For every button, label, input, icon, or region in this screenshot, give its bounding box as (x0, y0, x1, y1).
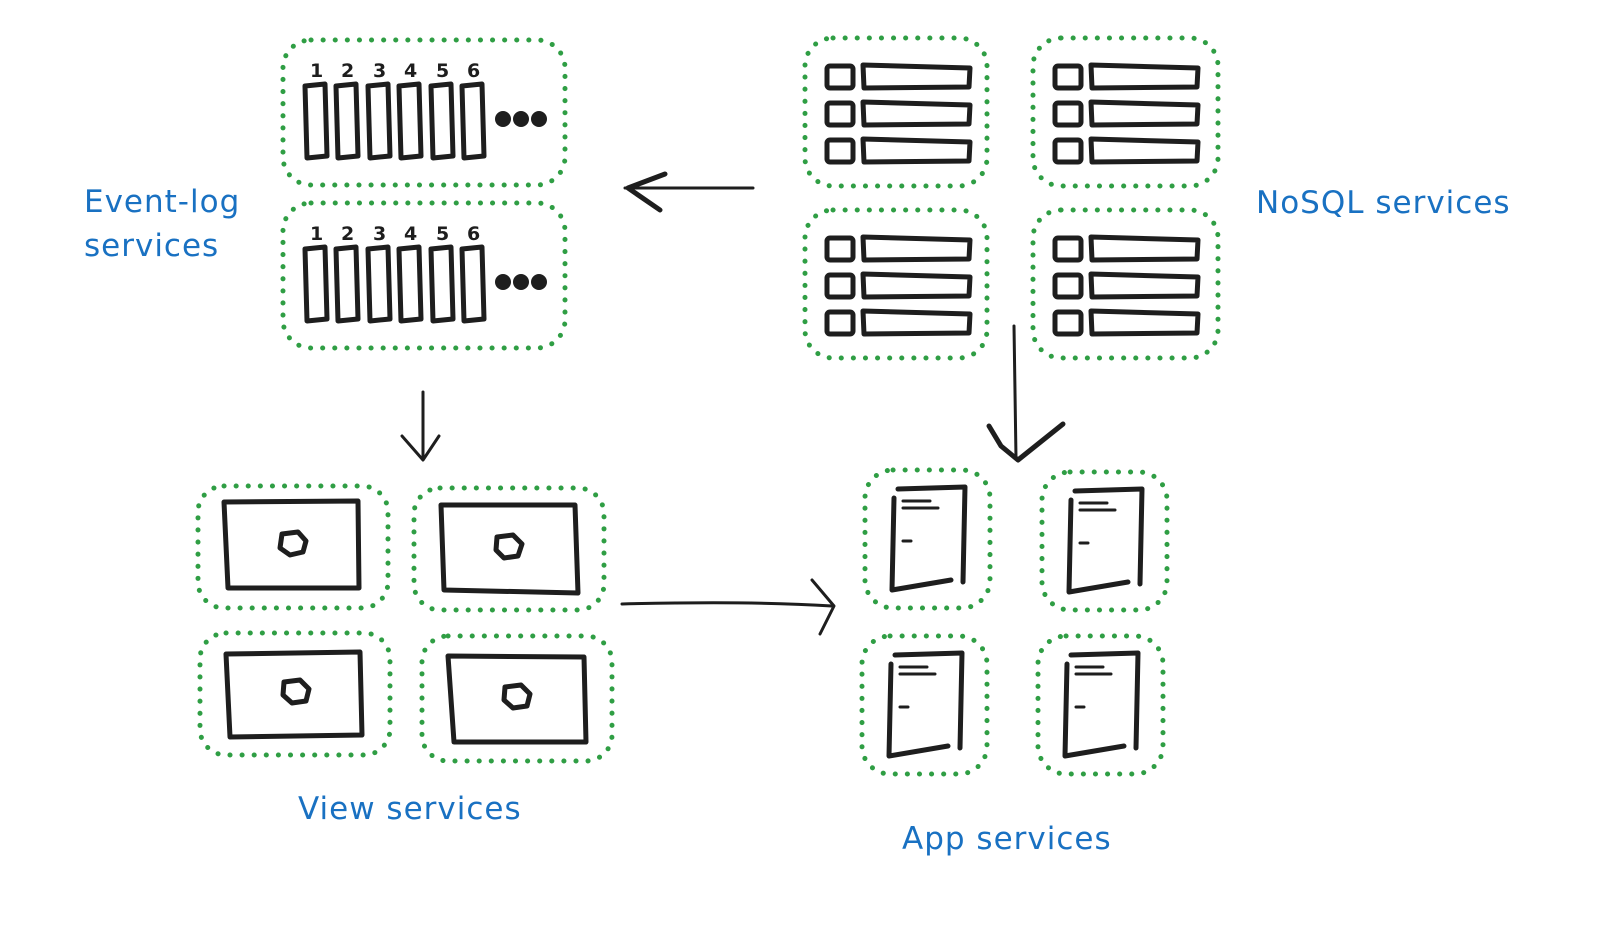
view-container (419, 633, 615, 764)
partition-number: 5 (436, 60, 449, 82)
container-border (280, 200, 568, 351)
table-row-icon (824, 234, 973, 263)
partition: 3 (365, 223, 393, 324)
arrow-event-log-to-view (400, 390, 441, 462)
partition-bar (333, 81, 361, 161)
screen-icon (445, 653, 589, 745)
partition: 5 (428, 60, 456, 161)
arrow-view-to-app (620, 578, 836, 636)
partition: 1 (302, 223, 330, 324)
container-border (280, 37, 568, 188)
table-row-icon (1052, 99, 1201, 128)
app-container (862, 467, 993, 611)
partition-bar (302, 244, 330, 324)
app-container (1035, 633, 1166, 777)
document-icon (1066, 486, 1145, 595)
partition: 6 (459, 60, 487, 161)
document-icon (886, 650, 965, 759)
table-row-icon (824, 308, 973, 337)
document-icon (889, 484, 968, 593)
view-group (195, 483, 615, 764)
app-group (859, 467, 1170, 777)
table-row-icon (1052, 308, 1201, 337)
table-row-icon (824, 62, 973, 91)
screen-icon (223, 649, 365, 740)
app-container (859, 633, 990, 777)
partition-bar (459, 81, 487, 161)
partition: 2 (333, 60, 361, 161)
table-row-icon (1052, 234, 1201, 263)
table-row-icon (824, 271, 973, 300)
partition-number: 2 (341, 60, 354, 82)
partition-bar (333, 244, 361, 324)
nosql-label: NoSQL services (1256, 185, 1511, 221)
partition-bar (459, 244, 487, 324)
table-row-icon (1052, 271, 1201, 300)
ellipsis-icon (495, 274, 547, 290)
partition: 1 (302, 60, 330, 161)
partition-number: 6 (467, 223, 480, 245)
partition: 5 (428, 223, 456, 324)
partition-number: 1 (310, 223, 323, 245)
partition-number: 2 (341, 223, 354, 245)
table-row-icon (824, 136, 973, 165)
partition-bar (428, 81, 456, 161)
event-log-label: Event-log services (84, 180, 240, 268)
partition: 6 (459, 223, 487, 324)
screen-icon (221, 498, 362, 591)
document-icon (1062, 650, 1141, 759)
table-row-icon (1052, 136, 1201, 165)
partition-number: 4 (404, 60, 417, 82)
partition: 4 (396, 223, 424, 324)
event-log-label-line2: services (84, 228, 220, 264)
app-container (1039, 469, 1170, 613)
nosql-container (1030, 207, 1221, 361)
partition-number: 1 (310, 60, 323, 82)
partition-bar (365, 244, 393, 324)
view-label: View services (298, 791, 522, 827)
table-row-icon (824, 99, 973, 128)
partition: 3 (365, 60, 393, 161)
nosql-container (1030, 35, 1221, 189)
event-log-label-line1: Event-log (84, 184, 241, 220)
arrow-nosql-to-event-log (623, 171, 755, 213)
partition: 2 (333, 223, 361, 324)
nosql-group (802, 35, 1221, 361)
partition-number: 6 (467, 60, 480, 82)
partition-bar (396, 244, 424, 324)
nosql-container (802, 207, 990, 361)
partition-bar (428, 244, 456, 324)
app-label: App services (902, 821, 1112, 857)
partition-number: 3 (373, 223, 386, 245)
partition-bar (396, 81, 424, 161)
nosql-container (802, 35, 990, 189)
partition-number: 4 (404, 223, 417, 245)
table-row-icon (1052, 62, 1201, 91)
partition-number: 3 (373, 60, 386, 82)
arrow-nosql-to-app (986, 324, 1066, 463)
screen-icon (438, 502, 581, 596)
partition: 4 (396, 60, 424, 161)
partition-bar (365, 81, 393, 161)
partition-bar (302, 81, 330, 161)
partition-number: 5 (436, 223, 449, 245)
ellipsis-icon (495, 111, 547, 127)
